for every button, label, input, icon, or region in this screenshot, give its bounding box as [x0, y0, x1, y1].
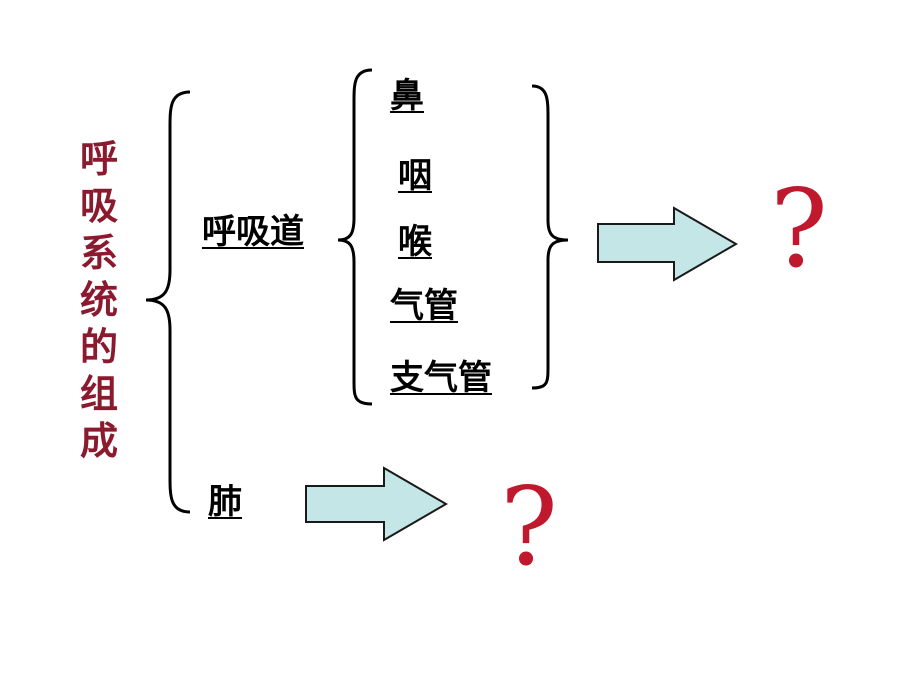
title-char: 的: [79, 325, 118, 369]
left-brace-icon: [145, 90, 191, 514]
right-arrow-icon: [305, 466, 448, 542]
title-char: 吸: [79, 184, 118, 228]
airway-part-nose: 鼻: [390, 76, 424, 116]
airway-part-bronchi: 支气管: [390, 358, 492, 398]
title-char: 组: [79, 372, 118, 416]
question-mark-airway: ?: [770, 167, 828, 292]
title-char: 系: [79, 231, 118, 275]
right-brace-icon: [531, 84, 569, 390]
airway-part-larynx: 喉: [398, 222, 432, 262]
vertical-title: 呼 吸 系 统 的 组 成: [76, 136, 122, 465]
right-arrow-icon: [597, 206, 738, 282]
airway-part-trachea: 气管: [390, 286, 458, 326]
airway-part-pharynx: 咽: [398, 156, 432, 196]
title-char: 呼: [79, 137, 118, 181]
question-mark-lung: ?: [500, 465, 558, 590]
airway-label: 呼吸道: [202, 212, 304, 252]
title-char: 成: [79, 419, 118, 463]
left-brace-icon: [337, 68, 373, 406]
lung-label: 肺: [208, 482, 242, 522]
title-char: 统: [79, 278, 118, 322]
